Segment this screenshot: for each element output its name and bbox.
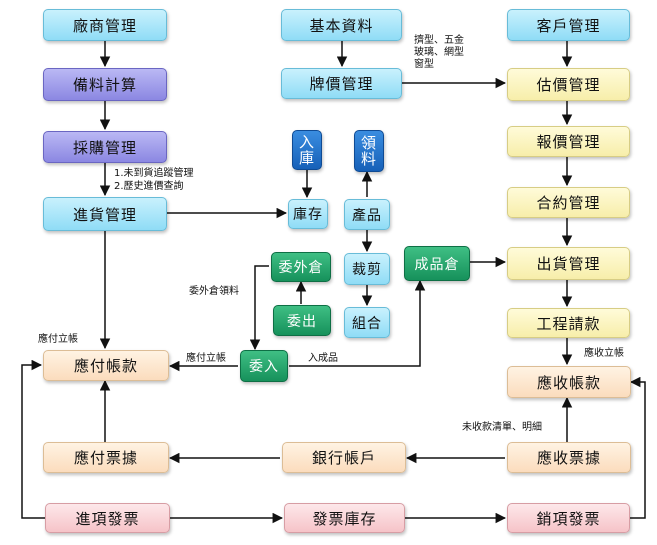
vertical-char: 領 <box>360 134 377 152</box>
outsource-warehouse-box: 委外倉 <box>271 252 331 282</box>
receiving-mgmt-box: 進貨管理 <box>43 197 167 231</box>
unpaid-statement-label: 未收款清單、明細 <box>462 422 542 433</box>
vendor-mgmt-box: 廠商管理 <box>43 9 167 41</box>
purchase-mgmt-box: 採購管理 <box>43 131 167 163</box>
material-calc-box: 備料計算 <box>43 68 167 101</box>
price-note-line-3: 窗型 <box>414 59 434 70</box>
stock-in-box: 入庫 <box>292 130 322 170</box>
arrow-outsourcein-to-finished <box>289 279 426 367</box>
to-finished-label: 入成品 <box>308 353 338 364</box>
purchase-note-line-1: 1.未到貨追蹤管理 <box>114 168 194 179</box>
vertical-char: 入 <box>298 133 315 151</box>
ap-accounts-box: 應付帳款 <box>43 350 169 381</box>
ap-notes-box: 應付票據 <box>43 442 169 473</box>
cutting-box: 裁剪 <box>344 253 390 285</box>
ap-establish-mid-label: 應付立帳 <box>186 353 226 364</box>
shipping-mgmt-box: 出貨管理 <box>507 247 630 280</box>
finished-warehouse-box: 成品倉 <box>404 246 470 281</box>
outsource-pick-label: 委外倉領料 <box>189 286 239 297</box>
quote-mgmt-box: 報價管理 <box>507 126 630 157</box>
customer-mgmt-box: 客戶管理 <box>507 9 630 41</box>
output-invoice-box: 銷項發票 <box>507 503 630 533</box>
arrow-warehouse-to-outsourcein <box>249 265 269 351</box>
outsource-out-box: 委出 <box>273 305 331 336</box>
inventory-box: 庫存 <box>288 199 328 229</box>
estimate-mgmt-box: 估價管理 <box>507 68 630 101</box>
vertical-char: 庫 <box>298 149 315 167</box>
contract-mgmt-box: 合約管理 <box>507 187 630 218</box>
purchase-note-line-2: 2.歷史進價查詢 <box>114 181 184 192</box>
stock-out-text: 領料 <box>361 135 377 167</box>
arrow-output-to-ar <box>629 376 646 519</box>
basic-data-box: 基本資料 <box>281 9 402 41</box>
stock-in-text: 入庫 <box>299 134 315 166</box>
price-note-line-1: 擠型、五金 <box>414 35 464 46</box>
ar-notes-box: 應收票據 <box>507 442 631 473</box>
vertical-char: 料 <box>360 150 377 168</box>
outsource-in-box: 委入 <box>240 350 288 382</box>
assembly-box: 組合 <box>344 307 390 338</box>
price-mgmt-box: 牌價管理 <box>281 68 402 99</box>
product-box: 產品 <box>344 199 390 230</box>
stock-out-box: 領料 <box>354 130 384 172</box>
ar-accounts-box: 應收帳款 <box>507 366 631 398</box>
input-invoice-box: 進項發票 <box>45 503 170 533</box>
progress-billing-box: 工程請款 <box>507 308 630 338</box>
ar-establish-label: 應收立帳 <box>584 348 624 359</box>
bank-account-box: 銀行帳戶 <box>282 442 406 473</box>
invoice-stock-box: 發票庫存 <box>284 503 405 533</box>
arrow-input-invoice-to-ap <box>21 359 45 519</box>
price-note-line-2: 玻璃、網型 <box>414 47 464 58</box>
ap-establish-left-label: 應付立帳 <box>38 334 78 345</box>
